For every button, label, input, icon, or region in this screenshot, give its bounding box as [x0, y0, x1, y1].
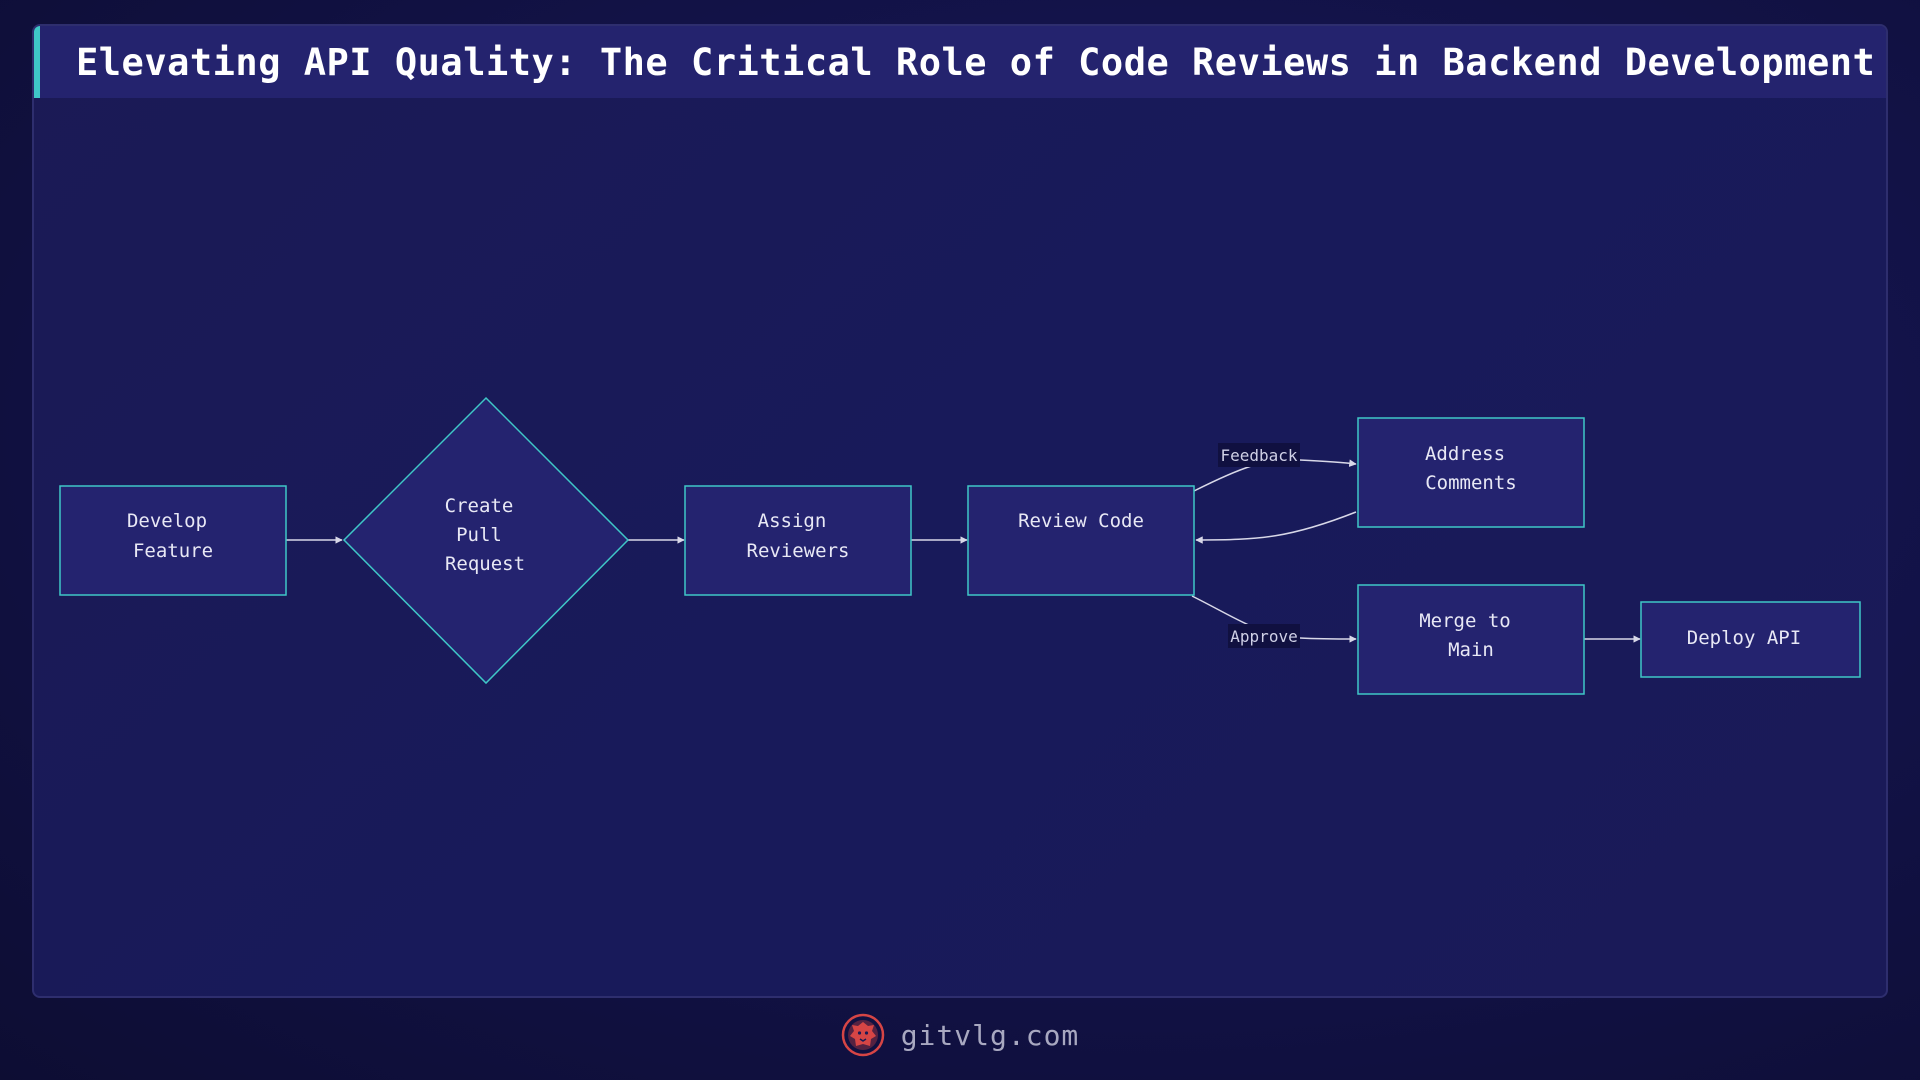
edge-label-feedback-text: Feedback [1220, 446, 1297, 465]
node-deploy-api[interactable]: Deploy API [1640, 601, 1861, 678]
node-review-code-line-1: Review Code [1018, 510, 1144, 532]
node-merge-to-main-line-2: Main [1448, 639, 1494, 661]
edge-label-feedback: Feedback [1218, 443, 1300, 467]
node-create-pull-request[interactable]: Create Pull Request [342, 396, 630, 685]
node-assign-reviewers-line-1: Assign [758, 510, 827, 532]
node-create-pull-request-line-3: Request [445, 553, 525, 575]
node-develop-feature[interactable]: Develop Feature [59, 485, 287, 596]
node-create-pull-request-line-1: Create [445, 495, 514, 517]
footer: gitvlg.com [0, 1010, 1920, 1060]
node-merge-to-main[interactable]: Merge to Main [1357, 584, 1585, 695]
node-merge-to-main-line-1: Merge to [1419, 610, 1511, 632]
node-develop-feature-line-2: Feature [133, 540, 213, 562]
edge-label-approve: Approve [1228, 624, 1300, 648]
edge-address-to-review [1195, 511, 1357, 544]
node-assign-reviewers[interactable]: Assign Reviewers [684, 485, 912, 596]
node-deploy-api-line-1: Deploy API [1687, 627, 1801, 649]
lion-head-icon[interactable] [841, 1013, 885, 1057]
node-address-comments-line-2: Comments [1425, 472, 1517, 494]
node-develop-feature-line-1: Develop [127, 510, 207, 532]
node-assign-reviewers-line-2: Reviewers [747, 540, 850, 562]
page-title: Elevating API Quality: The Critical Role… [76, 40, 1876, 84]
node-create-pull-request-line-2: Pull [456, 524, 502, 546]
footer-site-link[interactable]: gitvlg.com [900, 1018, 1080, 1052]
node-address-comments[interactable]: Address Comments [1357, 417, 1585, 528]
edge-label-approve-text: Approve [1230, 627, 1297, 646]
node-review-code[interactable]: Review Code [967, 485, 1195, 596]
node-address-comments-line-1: Address [1425, 443, 1505, 465]
title-bar: Elevating API Quality: The Critical Role… [34, 26, 1886, 98]
